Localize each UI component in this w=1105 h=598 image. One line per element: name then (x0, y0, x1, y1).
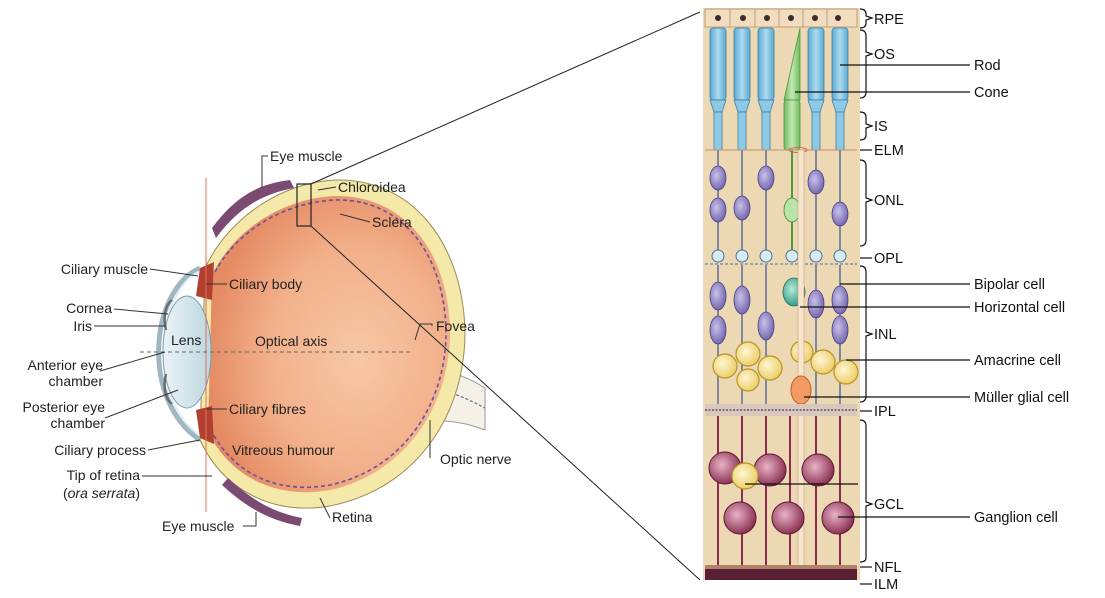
layer-label-gcl: GCL (874, 497, 904, 513)
label-sclera: Sclera (372, 214, 412, 230)
label-vitreous-humour: Vitreous humour (232, 442, 335, 458)
label-eye-muscle-bottom: Eye muscle (162, 518, 235, 534)
label-eye-muscle-top: Eye muscle (270, 148, 343, 164)
layer-label-ilm: ILM (874, 577, 898, 593)
cell-label-rod: Rod (974, 58, 1001, 74)
label-iris: Iris (73, 318, 92, 334)
cell-label-amacrine: Amacrine cell (974, 353, 1061, 369)
label-anterior-chamber-line1: Anterior eye (28, 357, 104, 373)
layer-label-os: OS (874, 47, 895, 63)
rpe-cells (705, 9, 857, 27)
retina-layers-panel (703, 8, 860, 580)
zoom-line-top (311, 12, 700, 184)
layer-label-nfl: NFL (874, 560, 901, 576)
label-chloroidea: Chloroidea (338, 179, 406, 195)
ipl-band (705, 404, 857, 416)
layer-label-is: IS (874, 119, 888, 135)
cell-labels: Rod Cone Bipolar cell Horizontal cell Am… (974, 58, 1069, 526)
layer-label-opl: OPL (874, 251, 903, 267)
ilm-band (705, 569, 857, 580)
label-retina: Retina (332, 509, 373, 525)
layer-brackets (860, 9, 872, 584)
label-tip-of-retina: Tip of retina (67, 467, 141, 483)
label-anterior-chamber-line2: chamber (49, 373, 104, 389)
cell-label-cone: Cone (974, 85, 1009, 101)
layer-label-ipl: IPL (874, 404, 896, 420)
label-posterior-chamber-line2: chamber (51, 415, 106, 431)
cell-label-bipolar: Bipolar cell (974, 277, 1045, 293)
label-ciliary-muscle: Ciliary muscle (61, 261, 148, 277)
layer-label-inl: INL (874, 327, 897, 343)
label-fovea: Fovea (436, 318, 475, 334)
label-ciliary-process: Ciliary process (54, 442, 146, 458)
layer-label-onl: ONL (874, 193, 904, 209)
layer-label-rpe: RPE (874, 12, 904, 28)
cell-label-ganglion: Ganglion cell (974, 510, 1058, 526)
eye-cross-section: Eye muscle Chloroidea Sclera Ciliary mus… (23, 12, 700, 580)
label-ora-serrata: (ora serrata) (63, 485, 140, 501)
label-lens: Lens (171, 332, 201, 348)
label-optical-axis: Optical axis (255, 333, 327, 349)
label-optic-nerve: Optic nerve (440, 451, 512, 467)
nfl-band (705, 565, 857, 569)
cell-label-muller: Müller glial cell (974, 390, 1069, 406)
layer-labels: RPE OS IS ELM ONL OPL INL IPL GCL NFL IL… (874, 12, 904, 593)
label-posterior-chamber-line1: Posterior eye (23, 399, 106, 415)
label-ciliary-body: Ciliary body (229, 276, 302, 292)
cell-label-horizontal: Horizontal cell (974, 300, 1065, 316)
label-cornea: Cornea (66, 300, 112, 316)
label-ciliary-fibres: Ciliary fibres (229, 401, 306, 417)
layer-label-elm: ELM (874, 143, 904, 159)
